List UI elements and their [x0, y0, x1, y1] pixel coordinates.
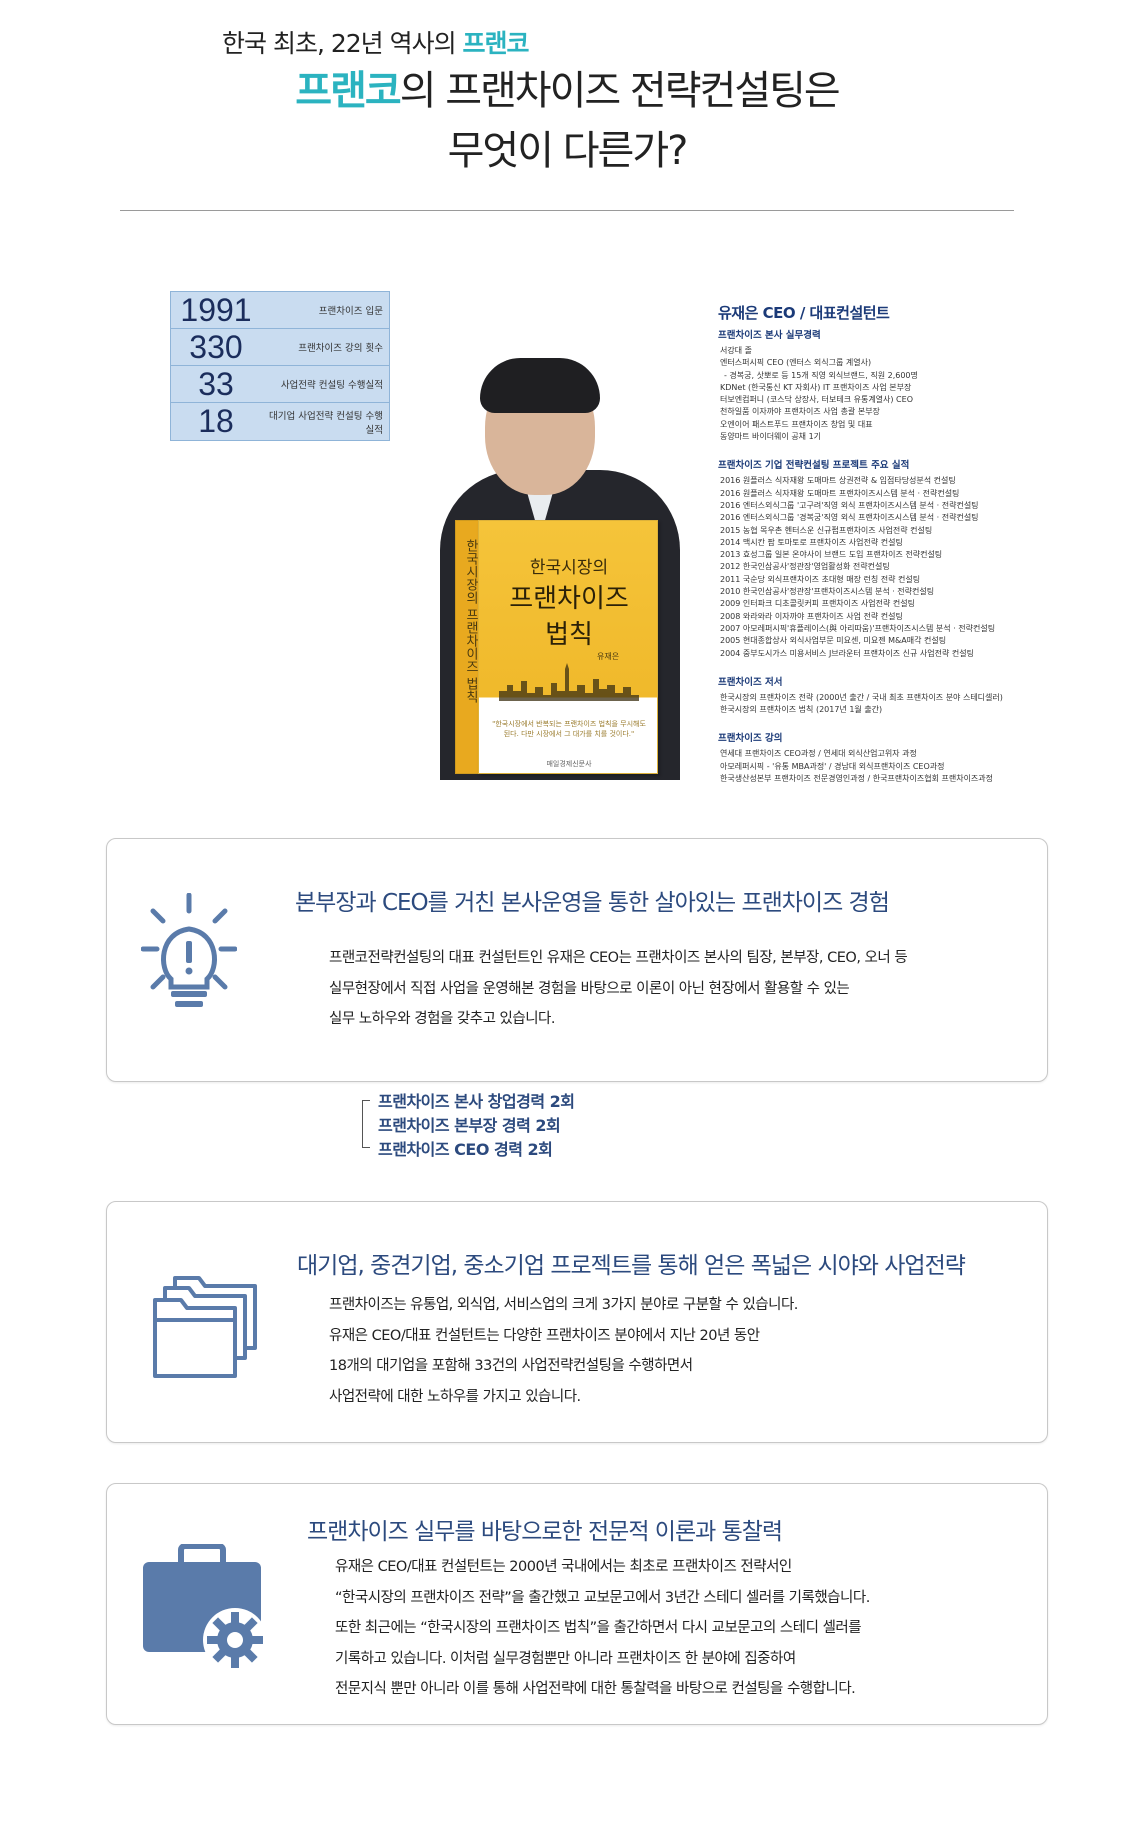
profile-line: 2016 엔터스외식그룹 '경복궁'직영 외식 프랜차이즈시스템 분석 · 전략… — [720, 513, 979, 523]
box1-line: 프랜코전략컨설팅의 대표 컨설턴트인 유재은 CEO는 프랜차이즈 본사의 팀장… — [329, 950, 908, 966]
profile-section-heading: 프랜차이즈 강의 — [718, 733, 783, 745]
header-subtitle: 한국 최초, 22년 역사의 프랜코 — [222, 24, 530, 60]
profile-line: 아모레퍼시픽 - '유통 MBA과정' / 경남대 외식프랜차이즈 CEO과정 — [720, 761, 945, 771]
profile-line: 2016 원플러스 식자재왕 도매마트 프랜차이즈시스템 분석 · 전략컨설팅 — [720, 488, 960, 498]
page-title-line1: 프랜코의 프랜차이즈 전략컨설팅은 — [0, 66, 1134, 116]
briefcase-gear-icon — [143, 1544, 267, 1672]
profile-line: 오엔이어 패스트푸드 프랜차이즈 창업 및 대표 — [720, 419, 873, 429]
stat-row: 1991 프랜차이즈 입문 — [171, 292, 389, 329]
lightbulb-icon — [141, 893, 237, 1007]
profile-line: 2007 아모레퍼시픽'휴플레이스(與 아리따움)'프랜차이즈시스템 분석 · … — [720, 623, 996, 633]
box1-body: 프랜코전략컨설팅의 대표 컨설턴트인 유재은 CEO는 프랜차이즈 본사의 팀장… — [329, 943, 908, 1035]
profile-section-heading: 프랜차이즈 저서 — [718, 676, 783, 688]
profile-line: 2011 국순당 외식프랜차이즈 초대형 매장 런칭 전략 컨설팅 — [720, 574, 921, 584]
profile-line: KDNet (한국통신 KT 자회사) IT 프랜차이즈 사업 본부장 — [720, 382, 912, 392]
feature-box-experience: 본부장과 CEO를 거친 본사운영을 통한 살아있는 프랜차이즈 경험 프랜코전… — [106, 838, 1048, 1082]
profile-name: 유재은 CEO / 대표컨설턴트 — [718, 304, 890, 322]
header-subtitle-brand: 프랜코 — [462, 29, 530, 58]
stat-value: 18 — [198, 403, 234, 439]
box3-line: 유재은 CEO/대표 컨설턴트는 2000년 국내에서는 최초로 프랜차이즈 전… — [335, 1559, 792, 1575]
career-item: 프랜차이즈 CEO 경력 2회 — [378, 1140, 553, 1159]
profile-panel: 유재은 CEO / 대표컨설턴트 프랜차이즈 본사 실무경력 서강대 졸 엔터스… — [718, 302, 1018, 785]
book-author: 유재은 — [597, 652, 620, 661]
profile-line: 엔터스퍼시픽 CEO (엔터스 외식그룹 계열사) — [720, 358, 872, 368]
stat-value: 330 — [189, 328, 243, 365]
box3-body: 유재은 CEO/대표 컨설턴트는 2000년 국내에서는 최초로 프랜차이즈 전… — [335, 1552, 870, 1705]
profile-line: 2014 맥시칸 팜 토마토로 프랜차이즈 사업전략 컨설팅 — [720, 537, 903, 547]
box2-body: 프랜차이즈는 유통업, 외식업, 서비스업의 크게 3가지 분야로 구분할 수 … — [329, 1290, 798, 1412]
profile-line: 2010 한국인삼공사'정관장'프랜차이즈시스템 분석 · 전략컨설팅 — [720, 587, 935, 597]
box1-title: 본부장과 CEO를 거친 본사운영을 통한 살아있는 프랜차이즈 경험 — [295, 890, 890, 916]
profile-line: 2004 중부도시가스 미용서비스 J브라운터 프랜차이즈 신규 사업전략 컨설… — [720, 648, 974, 658]
box3-title: 프랜차이즈 실무를 바탕으로한 전문적 이론과 통찰력 — [307, 1519, 783, 1545]
box1-line: 실무현장에서 직접 사업을 운영해본 경험을 바탕으로 이론이 아닌 현장에서 … — [329, 980, 850, 997]
profile-line: 2012 한국인삼공사'정관장'영업활성화 전략컨설팅 — [720, 562, 890, 572]
stat-label: 프랜차이즈 입문 — [318, 306, 383, 317]
header-divider — [120, 210, 1014, 211]
stat-value: 1991 — [180, 291, 252, 328]
stat-row: 18 대기업 사업전략 컨설팅 수행실적 — [171, 403, 389, 440]
box2-line: 유재은 CEO/대표 컨설턴트는 다양한 프랜차이즈 분야에서 지난 20년 동… — [329, 1327, 760, 1344]
box3-line: “한국시장의 프랜차이즈 전략”을 출간했고 교보문고에서 3년간 스테디 셀러… — [335, 1589, 870, 1606]
stat-row: 33 사업전략 컨설팅 수행실적 — [171, 366, 389, 403]
box2-title: 대기업, 중견기업, 중소기업 프로젝트를 통해 얻은 폭넓은 시야와 사업전략 — [297, 1253, 966, 1279]
feature-box-projects: 대기업, 중견기업, 중소기업 프로젝트를 통해 얻은 폭넓은 시야와 사업전략… — [106, 1201, 1048, 1443]
box3-line: 전문지식 뿐만 아니라 이를 통해 사업전략에 대한 통찰력을 바탕으로 컨설팅… — [335, 1681, 856, 1697]
stat-label: 대기업 사업전략 컨설팅 수행실적 — [269, 410, 383, 436]
profile-line: 한국시장의 프랜차이즈 전략 (2000년 출간 / 국내 최초 프랜차이즈 분… — [720, 692, 1003, 702]
bracket-line — [362, 1100, 370, 1148]
profile-line: 동양마트 바이더웨이 공채 1기 — [720, 432, 822, 442]
book-spine-text: 한국시장의 프랜차이즈 법칙 — [463, 539, 478, 704]
page-title-brand: 프랜코 — [295, 68, 401, 114]
portrait-hair — [480, 358, 600, 413]
feature-box-expertise: 프랜차이즈 실무를 바탕으로한 전문적 이론과 통찰력 유재은 CEO/대표 컨… — [106, 1483, 1048, 1725]
book-publisher: 매일경제신문사 — [546, 760, 592, 768]
profile-section-heading: 프랜차이즈 본사 실무경력 — [718, 330, 821, 341]
stats-table: 1991 프랜차이즈 입문 330 프랜차이즈 강의 횟수 33 사업전략 컨설팅 수… — [170, 291, 390, 441]
page-title-line2: 무엇이 다른가? — [447, 128, 689, 174]
book-quote: "한국시장에서 반복되는 프랜차이즈 법칙을 무시해도 된다. 다만 시장에서 … — [492, 720, 646, 738]
profile-line: 2013 효성그룹 일본 온야사이 브랜드 도입 프랜차이즈 전략컨설팅 — [720, 550, 943, 560]
profile-line: 2015 농협 목우촌 헨터스운 신규펍프랜차이즈 사업전략 컨설팅 — [720, 525, 933, 535]
profile-line: 서강대 졸 — [720, 346, 752, 355]
box2-line: 프랜차이즈는 유통업, 외식업, 서비스업의 크게 3가지 분야로 구분할 수 … — [329, 1297, 798, 1313]
box1-line: 실무 노하우와 경험을 갖추고 있습니다. — [329, 1011, 555, 1027]
folders-icon — [153, 1276, 257, 1378]
profile-line: 2016 원플러스 식자재왕 도매마트 상권전략 & 입점타당성분석 컨설팅 — [720, 476, 956, 486]
page-title-line1-text: 의 프랜차이즈 전략컨설팅은 — [399, 68, 841, 114]
career-item: 프랜차이즈 본부장 경력 2회 — [378, 1116, 561, 1135]
profile-line: - 경복궁, 삿뽀로 등 15개 직영 외식브랜드, 직원 2,600명 — [724, 370, 918, 380]
profile-line: 연세대 프랜차이즈 CEO과정 / 연세대 외식산업고위자 과정 — [720, 749, 917, 759]
stat-label: 사업전략 컨설팅 수행실적 — [280, 380, 383, 391]
profile-line: 2016 엔터스외식그룹 '고구려'직영 외식 프랜차이즈시스템 분석 · 전략… — [720, 500, 979, 510]
profile-line: 터보엔컴퍼니 (코스닥 상장사, 터보테크 유통계열사) CEO — [720, 395, 913, 405]
profile-line: 2009 인터파크 디초콜릿커피 프랜차이즈 사업전략 컨설팅 — [720, 599, 915, 609]
box2-line: 18개의 대기업을 포함해 33건의 사업전략컨설팅을 수행하면서 — [329, 1358, 693, 1374]
profile-section-heading: 프랜차이즈 기업 전략컨설팅 프로젝트 주요 실적 — [718, 460, 910, 472]
book-title-line1: 프랜차이즈 — [509, 584, 629, 614]
header-subtitle-text: 한국 최초, 22년 역사의 — [222, 29, 463, 58]
profile-line: 한국시장의 프랜차이즈 법칙 (2017년 1월 출간) — [720, 705, 883, 715]
city-skyline-illustration — [499, 663, 639, 701]
stat-label: 프랜차이즈 강의 횟수 — [298, 343, 383, 354]
profile-line: 2005 현대종합상사 외식사업부문 미요센, 미요젠 M&A매각 컨설팅 — [720, 636, 947, 646]
box3-line: 또한 최근에는 “한국시장의 프랜차이즈 법칙”을 출간하면서 다시 교보문고의… — [335, 1620, 862, 1636]
book-title-small: 한국시장의 — [529, 558, 609, 578]
profile-line: 한국생산성본부 프랜차이즈 전문경영인과정 / 한국프랜차이즈협회 프랜차이즈과… — [720, 774, 994, 784]
box2-line: 사업전략에 대한 노하우를 가지고 있습니다. — [329, 1388, 581, 1405]
career-item: 프랜차이즈 본사 창업경력 2회 — [378, 1092, 575, 1111]
box3-line: 기록하고 있습니다. 이처럼 실무경험뿐만 아니라 프랜차이즈 한 분야에 집중… — [335, 1650, 796, 1667]
stat-row: 330 프랜차이즈 강의 횟수 — [171, 329, 389, 366]
profile-line: 천하일품 이자까야 프랜차이즈 사업 총괄 본부장 — [720, 407, 880, 417]
book-title-line2: 법칙 — [545, 620, 593, 650]
stat-value: 33 — [198, 365, 234, 402]
profile-line: 2008 와라와라 이자까야 프랜차이즈 사업 전략 컨설팅 — [720, 611, 903, 621]
